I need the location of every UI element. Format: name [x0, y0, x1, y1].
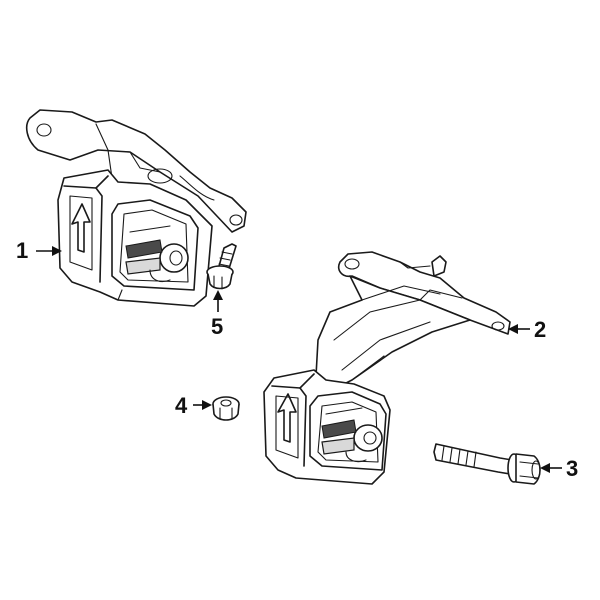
flange-bolt-short-icon [206, 243, 237, 290]
callout-number: 5 [211, 314, 223, 339]
engine-mount-left-icon [25, 109, 247, 307]
leader-arrow-icon [202, 400, 212, 410]
callout-number: 2 [534, 317, 546, 342]
leader-arrow-icon [508, 324, 518, 334]
engine-mount-right-bracket-icon [263, 251, 511, 485]
callout-2: 2 [508, 317, 546, 342]
callout-5: 5 [211, 290, 223, 339]
callout-number: 3 [566, 456, 578, 481]
callout-number: 1 [16, 238, 28, 263]
callout-number: 4 [175, 393, 188, 418]
callout-1: 1 [16, 238, 62, 263]
leader-arrow-icon [213, 290, 223, 300]
callout-4: 4 [175, 393, 212, 418]
leader-arrow-icon [540, 463, 550, 473]
flange-nut-icon [212, 396, 240, 421]
flange-bolt-long-icon [433, 443, 541, 485]
leader-arrow-icon [52, 246, 62, 256]
callout-3: 3 [540, 456, 578, 481]
